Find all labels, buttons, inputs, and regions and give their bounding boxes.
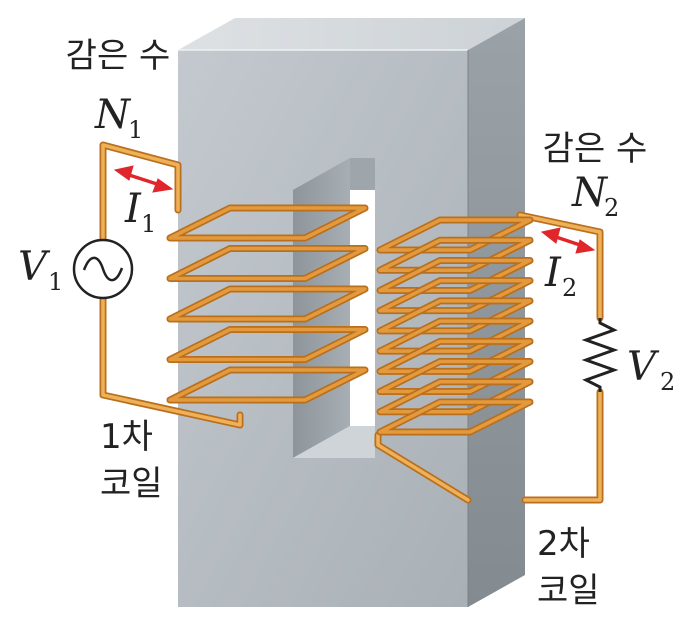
secondary-coil	[376, 216, 534, 436]
coil-turn	[168, 287, 367, 321]
primary-current-arrow	[113, 165, 174, 193]
secondary-turns-sub: 2	[604, 194, 619, 222]
resistor-icon	[581, 318, 619, 392]
secondary-coil-label-line1: 2차	[537, 524, 590, 564]
coil-turn	[378, 339, 532, 374]
core-window-bottom-depth	[293, 426, 375, 458]
primary-turns-sub: 1	[128, 116, 143, 144]
primary-current-sub: 1	[141, 210, 156, 238]
core-top-face	[178, 18, 525, 50]
primary-turns-title: 감은 수	[66, 36, 171, 76]
coil-turn	[378, 258, 532, 293]
coil-turn	[168, 368, 367, 402]
core-side-face	[468, 18, 525, 607]
coil-turn	[378, 238, 532, 272]
ac-source-icon	[72, 238, 134, 300]
primary-voltage-var: V	[18, 244, 51, 290]
secondary-current-label: I 2	[544, 250, 577, 302]
primary-wire-highlight	[101, 143, 242, 427]
primary-coil	[166, 204, 369, 404]
primary-turns-var: N	[94, 92, 132, 138]
secondary-turns-symbol: N 2	[571, 170, 619, 222]
secondary-current-sub: 2	[562, 274, 577, 302]
coil-turn	[168, 327, 367, 362]
primary-current-label: I 1	[124, 186, 156, 238]
coil-turn	[378, 359, 532, 394]
primary-coil-label-line1: 1차	[100, 417, 153, 457]
coil-turn	[168, 206, 367, 240]
secondary-voltage-var: V	[627, 344, 660, 390]
coil-turn	[378, 278, 532, 313]
secondary-voltage-label: V 2	[627, 344, 675, 396]
primary-turns-symbol: N 1	[94, 92, 143, 144]
coil-turn	[378, 319, 532, 353]
secondary-turns-var: N	[571, 170, 609, 216]
secondary-circuit	[374, 211, 604, 504]
secondary-current-var: I	[544, 250, 562, 296]
primary-voltage-label: V 1	[18, 244, 63, 296]
coil-turn	[378, 380, 532, 414]
secondary-coil-label-line2: 코일	[537, 571, 600, 611]
secondary-turns-title: 감은 수	[543, 129, 648, 169]
secondary-voltage-sub: 2	[660, 368, 675, 396]
coil-turn	[378, 218, 532, 252]
coil-turn	[378, 299, 532, 333]
primary-coil-label-line2: 코일	[100, 464, 163, 504]
coil-turn	[378, 400, 532, 434]
secondary-current-arrow	[540, 227, 596, 254]
secondary-wire-highlight	[376, 213, 602, 502]
primary-voltage-sub: 1	[48, 268, 63, 296]
primary-circuit	[99, 141, 244, 429]
coil-turn	[168, 246, 367, 281]
primary-current-var: I	[124, 186, 142, 232]
